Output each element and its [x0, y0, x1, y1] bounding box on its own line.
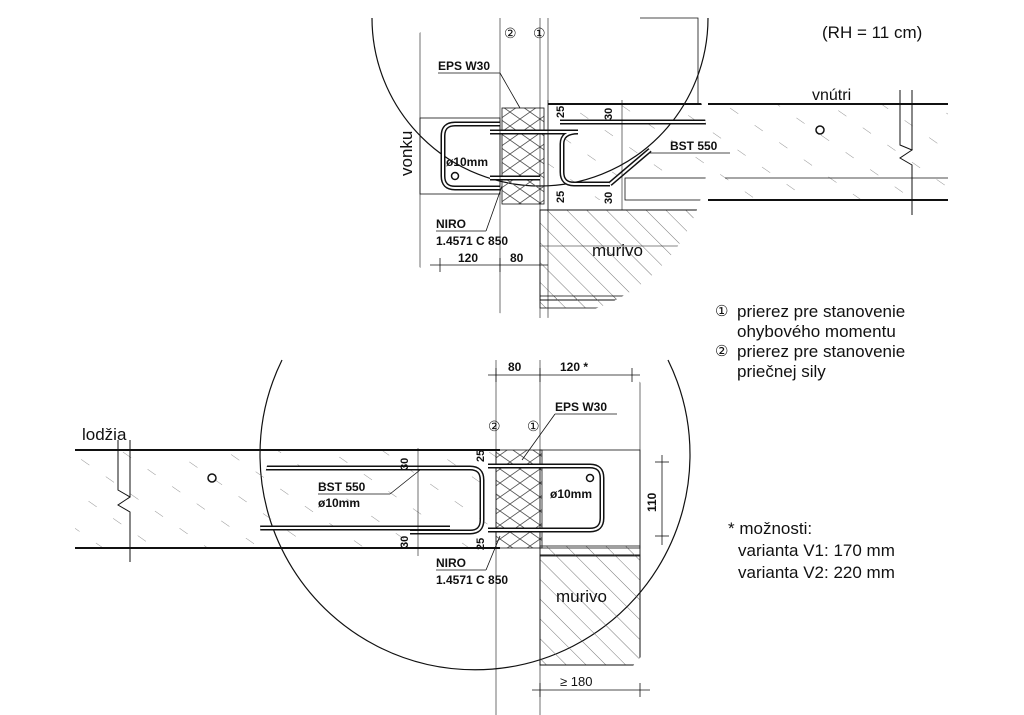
- upper-section-mark-1: ①: [533, 25, 546, 41]
- lower-dim-bottom-cover: 25: [475, 538, 487, 550]
- upper-break-line: [899, 90, 914, 215]
- legend-item2-line1: prierez pre stanovenie: [737, 342, 906, 361]
- options-note: * možnosti: varianta V1: 170 mm varianta…: [728, 518, 895, 584]
- legend-item2-line2: priečnej sily: [737, 362, 826, 381]
- upper-insulation-label: EPS W30: [438, 59, 490, 73]
- lower-steel-label-2: ø10mm: [318, 496, 360, 510]
- options-title: * možnosti:: [728, 519, 813, 538]
- lower-steel-label-1: BST 550: [318, 480, 366, 494]
- lower-section-mark-1: ①: [527, 418, 540, 434]
- lower-wall-block: [539, 554, 641, 666]
- upper-bar-diameter-label: ø10mm: [446, 155, 488, 169]
- lower-loggia-label: lodžia: [82, 425, 127, 444]
- upper-wall-label: murivo: [592, 241, 643, 260]
- upper-dim-right: 80: [510, 251, 524, 265]
- upper-dim-top-right: 30: [603, 108, 615, 120]
- upper-outside-label: vonku: [397, 131, 416, 176]
- upper-steel-label: BST 550: [670, 139, 718, 153]
- upper-dim-bottom-cover: 25: [555, 191, 567, 203]
- legend: ① prierez pre stanovenie ohybového moment…: [715, 302, 905, 382]
- lower-break-line: [117, 440, 131, 562]
- upper-detail: ② ① EPS W30 vnútri vonku ø10mm BST 550 N…: [371, 17, 948, 318]
- lower-section-mark-2: ②: [488, 418, 501, 434]
- upper-insulation: [501, 107, 545, 205]
- upper-stainless-label-2: 1.4571 C 850: [436, 234, 508, 248]
- lower-dim-top-left: 30: [399, 458, 411, 470]
- options-variant2: varianta V2: 220 mm: [738, 563, 895, 582]
- lower-dim-bottom: ≥ 180: [560, 674, 592, 689]
- lower-stainless-label-2: 1.4571 C 850: [436, 573, 508, 587]
- legend-item1-line2: ohybového momentu: [737, 322, 896, 341]
- lower-stainless-label-1: NIRO: [436, 556, 466, 570]
- upper-dim-top-cover: 25: [555, 106, 567, 118]
- legend-item1-line1: prierez pre stanovenie: [737, 302, 906, 321]
- lower-insulation-label: EPS W30: [555, 400, 607, 414]
- lower-dim-top-cover: 25: [475, 450, 487, 462]
- options-variant1: varianta V1: 170 mm: [738, 541, 895, 560]
- lower-detail: ② ① EPS W30 lodžia BST 550 ø10mm ø10mm N…: [75, 359, 691, 715]
- upper-dim-bottom-right: 30: [603, 192, 615, 204]
- lower-dim-top-b: 120 *: [560, 360, 588, 374]
- legend-item2-num: ②: [715, 343, 729, 360]
- lower-dim-height: 110: [645, 492, 659, 512]
- upper-slab-extension: [708, 104, 948, 200]
- lower-dim-top-a: 80: [508, 360, 522, 374]
- upper-section-mark-2: ②: [504, 25, 517, 41]
- lower-bar-diameter-label: ø10mm: [550, 487, 592, 501]
- header-note: (RH = 11 cm): [822, 23, 922, 42]
- upper-stainless-label-1: NIRO: [436, 217, 466, 231]
- lower-dim-bottom-left: 30: [399, 536, 411, 548]
- legend-item1-num: ①: [715, 303, 729, 320]
- lower-wall-label: murivo: [556, 587, 607, 606]
- upper-dim-left: 120: [458, 251, 478, 265]
- upper-inside-label: vnútri: [812, 87, 851, 104]
